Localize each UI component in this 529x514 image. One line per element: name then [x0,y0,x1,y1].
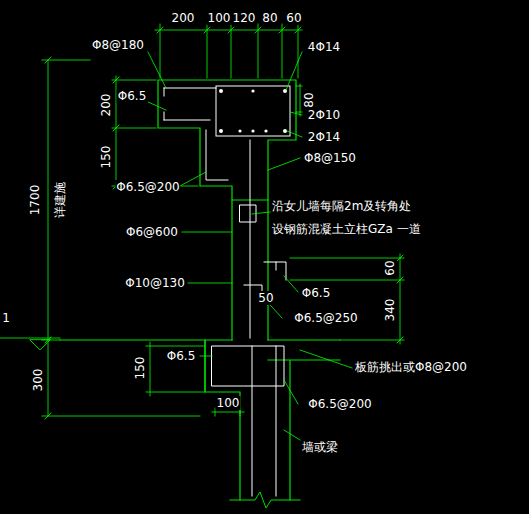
rebar-callout: Φ6.5@200 [115,180,180,194]
dimension: 60 [383,259,397,276]
rebar-callout: Φ10@130 [124,276,186,290]
dimension: 120 [232,11,257,25]
dimension: 200 [171,11,196,25]
note: 详建施 [53,181,67,219]
note: 设钢筋混凝土立柱GZa 一道 [272,223,421,235]
dimension: 50 [257,291,274,305]
dimension: 100 [216,396,241,410]
elevation-mark: 1 [1,311,11,325]
rebar-callout: Φ6@600 [125,225,179,239]
rebar-callout: Φ6.5 [166,349,197,363]
dimension: 1700 [28,184,42,217]
dimension: 200 [99,93,113,118]
rebar-callout: Φ8@150 [303,151,357,165]
rebar-callout: Φ6.5 [301,286,332,300]
rebar-callout: Φ6.5 [117,89,148,103]
rebar-callout: 4Φ14 [307,40,341,54]
dimension: 150 [99,145,113,170]
rebar-callout: Φ8@180 [91,38,145,52]
dimension: 340 [383,298,397,323]
note: 沿女儿墙每隔2m及转角处 [272,200,411,212]
dimension: 60 [285,11,302,25]
rebar-callout: Φ6.5@200 [307,397,372,411]
dimension: 150 [133,356,147,381]
note: 板筋挑出或Φ8@200 [355,361,467,373]
rebar-callout: Φ6.5@250 [293,311,358,325]
dimension: 300 [31,368,45,393]
dimension: 80 [302,91,316,108]
rebar-callout: 2Φ14 [307,130,341,144]
dimension: 100 [207,11,232,25]
rebar-callout: 2Φ10 [307,108,341,122]
dimension: 80 [261,11,278,25]
note: 墙或梁 [301,440,339,454]
